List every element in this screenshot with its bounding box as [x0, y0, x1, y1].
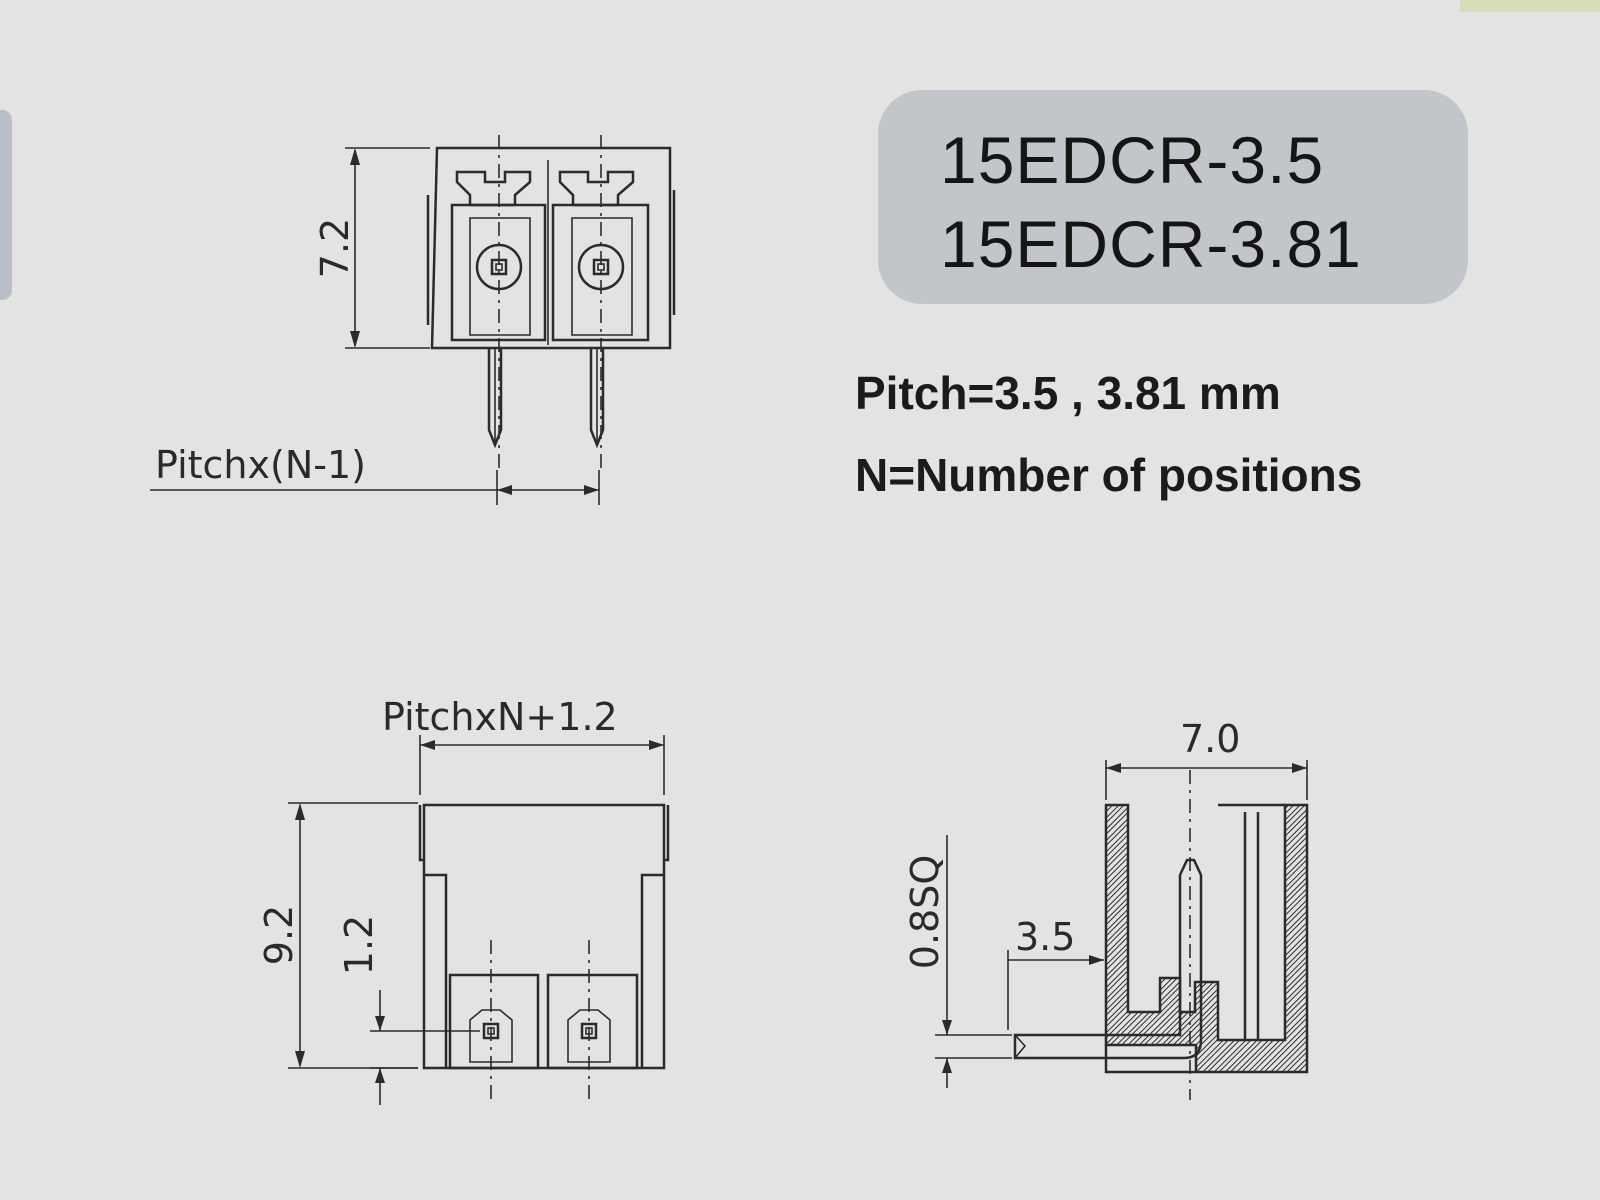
page-edge-tab — [0, 110, 12, 300]
side-view: 7.0 3.5 0.8SQ — [903, 717, 1309, 1100]
dim-side-pin: 0.8SQ — [903, 855, 947, 969]
positions-spec: N=Number of positions — [855, 449, 1363, 501]
dim-side-width: 7.0 — [1180, 717, 1240, 761]
page-corner-strip — [1460, 0, 1600, 12]
bottom-pocket-right — [546, 973, 639, 1070]
front-slot-left — [450, 170, 547, 449]
dim-front-height: 7.2 — [313, 218, 357, 278]
model-title-box — [878, 90, 1468, 304]
front-slot-right — [551, 170, 650, 449]
model-title-3-5: 15EDCR-3.5 — [940, 123, 1325, 197]
bottom-view: PitchxN+1.2 9.2 1.2 — [257, 695, 670, 1105]
bottom-pocket-left — [448, 973, 540, 1070]
dim-bottom-offset: 1.2 — [337, 915, 381, 975]
model-title-3-81: 15EDCR-3.81 — [940, 207, 1362, 281]
front-view: 7.2 Pitchx(N-1) — [150, 135, 676, 505]
dim-bottom-width: PitchxN+1.2 — [382, 695, 618, 739]
dim-front-pitch: Pitchx(N-1) — [155, 443, 366, 487]
dim-side-offset: 3.5 — [1015, 915, 1075, 959]
pitch-spec: Pitch=3.5 , 3.81 mm — [855, 367, 1281, 419]
dim-bottom-height: 9.2 — [257, 905, 301, 965]
side-pin — [1013, 858, 1203, 1060]
